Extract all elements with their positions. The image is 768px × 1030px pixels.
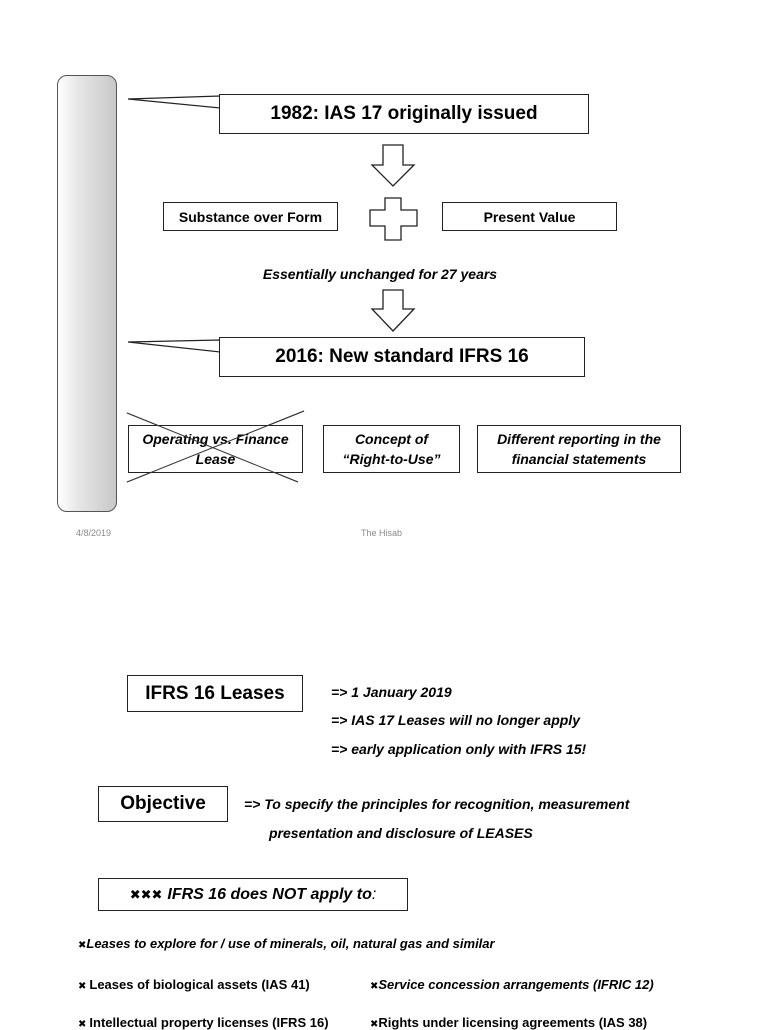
exclusion-item: ✖Leases to explore for / use of minerals… <box>78 936 495 951</box>
box-concept-right-to-use: Concept of “Right-to-Use” <box>323 425 460 473</box>
callout-pointer-1982 <box>127 95 221 109</box>
exclusion-item: ✖Service concession arrangements (IFRIC … <box>370 977 654 992</box>
ifrs16-leases-title: IFRS 16 Leases <box>127 675 303 712</box>
box-different-reporting: Different reporting in the financial sta… <box>477 425 681 473</box>
effective-line-1: => 1 January 2019 <box>331 684 452 700</box>
cross-icon: ✖ <box>370 981 379 992</box>
not-apply-text: IFRS 16 does NOT apply to <box>167 885 372 903</box>
plus-icon <box>369 197 418 241</box>
pillar-present-value: Present Value <box>442 202 617 231</box>
timeline-bar <box>57 75 117 512</box>
not-apply-banner: ✖✖✖ IFRS 16 does NOT apply to : <box>98 878 408 911</box>
cross-icon: ✖ <box>78 1019 87 1030</box>
exclusion-item: ✖Rights under licensing agreements (IAS … <box>370 1015 648 1030</box>
callout-pointer-2016 <box>127 339 221 353</box>
objective-title: Objective <box>98 786 228 822</box>
footer-date: 4/8/2019 <box>76 528 112 538</box>
unchanged-note: Essentially unchanged for 27 years <box>262 266 498 282</box>
effective-line-3: => early application only with IFRS 15! <box>331 741 587 757</box>
footer-title: The Hisab <box>361 528 403 538</box>
box-operating-vs-finance: Operating vs. Finance Lease <box>128 425 303 473</box>
objective-line-2: presentation and disclosure of LEASES <box>269 825 533 841</box>
callout-1982: 1982: IAS 17 originally issued <box>219 94 589 134</box>
down-arrow-icon <box>370 289 416 332</box>
objective-line-1: => To specify the principles for recogni… <box>244 796 630 812</box>
callout-2016: 2016: New standard IFRS 16 <box>219 337 585 377</box>
exclusion-item: ✖Intellectual property licenses (IFRS 16… <box>78 1015 329 1030</box>
not-apply-colon: : <box>371 885 377 903</box>
exclusion-item: ✖Leases of biological assets (IAS 41) <box>78 977 310 992</box>
cross-marks-icon: ✖✖✖ <box>129 886 163 902</box>
cross-icon: ✖ <box>78 981 87 992</box>
cross-icon: ✖ <box>78 940 87 951</box>
effective-line-2: => IAS 17 Leases will no longer apply <box>331 712 580 728</box>
down-arrow-icon <box>370 144 416 187</box>
pillar-substance-over-form: Substance over Form <box>163 202 338 231</box>
